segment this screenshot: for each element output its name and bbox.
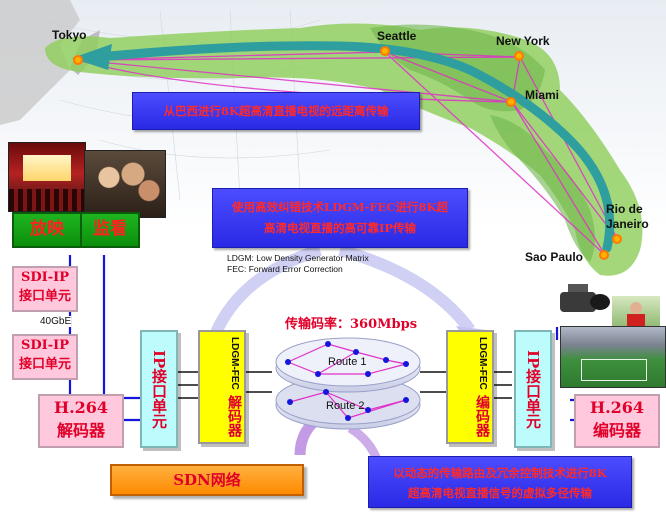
seattle-dot — [380, 46, 390, 56]
left-fec-label: LDGM-FEC — [229, 336, 240, 390]
new-york-dot — [514, 51, 524, 61]
h264-decoder-line2: 解码器 — [56, 421, 105, 440]
sdi-ip-unit-1-line1: SDI-IP — [21, 270, 69, 285]
city-sao-paulo: Sao Paulo — [525, 250, 584, 264]
theater-photo — [8, 142, 86, 212]
audience-photo — [84, 150, 166, 218]
bottom-banner-line1: 以动态的传输路由及冗余控制技术进行8K — [393, 466, 607, 480]
ldgm-note: LDGM: Low Density Generator Matrix FEC: … — [227, 253, 369, 275]
route-1-label: Route 1 — [328, 356, 367, 368]
middle-banner-line2: 高清电视直播的高可靠IP传输 — [263, 221, 417, 235]
right-fec-role: 编码器 — [474, 395, 490, 438]
camera-photo — [556, 282, 612, 324]
sao-paulo-dot — [599, 250, 609, 260]
tokyo-dot — [73, 55, 83, 65]
sdi-ip-unit-1: SDI-IP 接口单元 — [12, 266, 78, 312]
h264-decoder-line1: H.264 — [53, 398, 109, 417]
sdn-network-box: SDN网络 — [110, 464, 304, 496]
main-route-arrow — [105, 41, 615, 253]
route-discs — [275, 337, 421, 430]
right-fec-label: LDGM-FEC — [477, 336, 488, 390]
bottom-banner: 以动态的传输路由及冗余控制技术进行8K 超高清电视直播信号的虚拟多径传输 — [368, 456, 632, 508]
sdi-ip-unit-2: SDI-IP 接口单元 — [12, 334, 78, 380]
h264-encoder-line2: 编码器 — [592, 421, 641, 440]
middle-banner: 使用高效纠错技术LDGM-FEC进行8K超 高清电视直播的高可靠IP传输 — [212, 188, 468, 248]
city-rio-line2: Janeiro — [606, 217, 649, 231]
bottom-banner-line2: 超高清电视直播信号的虚拟多径传输 — [408, 486, 592, 500]
city-miami: Miami — [525, 88, 560, 102]
right-ip-interface-unit: IP接口单元 — [514, 330, 552, 448]
right-ldgm-fec-encoder: LDGM-FEC 编码器 — [446, 330, 494, 444]
city-tokyo: Tokyo — [52, 28, 87, 42]
screening-box: 放映 — [12, 212, 82, 248]
stadium-photo — [560, 326, 666, 388]
h264-encoder: H.264 编码器 — [574, 394, 660, 448]
h264-encoder-line1: H.264 — [589, 398, 645, 417]
miami-dot — [506, 97, 516, 107]
left-fec-role: 解码器 — [226, 395, 242, 438]
link-40gbe: 40GbE — [40, 316, 72, 327]
sdi-ip-unit-2-line2: 接口单元 — [18, 357, 71, 372]
city-rio-line1: Rio de — [606, 202, 643, 216]
sdi-ip-unit-1-line2: 接口单元 — [18, 289, 71, 304]
asia-land — [0, 0, 80, 125]
city-new-york: New York — [496, 34, 550, 48]
left-ip-interface-unit: IP接口单元 — [140, 330, 178, 448]
ldgm-note-line: LDGM: Low Density Generator Matrix — [227, 253, 369, 263]
left-ldgm-fec-decoder: LDGM-FEC 解码器 — [198, 330, 246, 444]
h264-decoder: H.264 解码器 — [38, 394, 124, 448]
monitoring-box: 监看 — [80, 212, 140, 248]
city-rio: Rio de Janeiro — [606, 202, 649, 232]
city-seattle: Seattle — [377, 29, 417, 43]
top-banner: 从巴西进行8K超高清直播电视的远距离传输 — [132, 92, 420, 130]
rio-dot — [612, 234, 622, 244]
fec-note-line: FEC: Forward Error Correction — [227, 264, 343, 274]
route-2-label: Route 2 — [326, 400, 365, 412]
middle-banner-line1: 使用高效纠错技术LDGM-FEC进行8K超 — [232, 200, 448, 214]
transmission-rate: 传输码率：360Mbps — [285, 317, 418, 332]
sdi-ip-unit-2-line1: SDI-IP — [21, 338, 69, 353]
